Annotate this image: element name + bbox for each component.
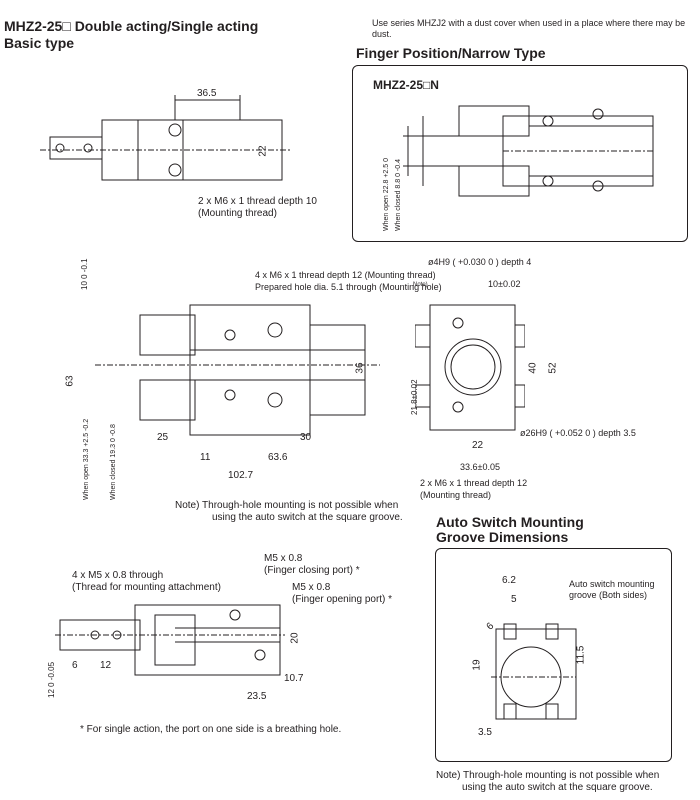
main-dim-25: 25 bbox=[157, 432, 169, 443]
bottom-thread-label-2: (Thread for mounting attachment) bbox=[72, 582, 221, 593]
top-thread-label-2: (Mounting thread) bbox=[198, 208, 277, 219]
auto-note-1: Note) Through-hole mounting is not possi… bbox=[436, 770, 660, 781]
side-thread-label-1: 2 x M6 x 1 thread depth 12 bbox=[420, 478, 528, 488]
bottom-port-opening-1: M5 x 0.8 bbox=[292, 582, 331, 593]
auto-dim-19: 19 bbox=[471, 659, 483, 671]
main-view-drawing bbox=[95, 304, 380, 436]
bottom-dim-10-7: 10.7 bbox=[284, 673, 304, 684]
side-thread-label-2: (Mounting thread) bbox=[420, 490, 492, 500]
page-subtitle: Basic type bbox=[4, 35, 75, 51]
auto-switch-drawing bbox=[491, 623, 577, 720]
auto-dim-5: 5 bbox=[511, 594, 517, 605]
auto-dim-11-5: 11.5 bbox=[575, 645, 587, 665]
main-dim-30: 30 bbox=[300, 432, 312, 443]
top-view-drawing bbox=[40, 95, 290, 181]
bottom-dim-23-5: 23.5 bbox=[247, 691, 267, 702]
main-thread-label-2: Prepared hole dia. 5.1 through (Mounting… bbox=[255, 282, 442, 292]
narrow-model-label: MHZ2-25□N bbox=[373, 78, 439, 92]
main-dim-11: 11 bbox=[200, 452, 211, 463]
main-note-1: Note) Through-hole mounting is not possi… bbox=[175, 500, 399, 511]
auto-switch-title-1: Auto Switch Mounting bbox=[436, 514, 584, 530]
bottom-dim-6: 6 bbox=[72, 660, 78, 671]
bottom-view-drawing bbox=[55, 604, 285, 676]
main-thread-label-1: 4 x M6 x 1 thread depth 12 (Mounting thr… bbox=[255, 270, 436, 280]
main-dim-63-6: 63.6 bbox=[268, 452, 288, 463]
bottom-dim-12: 12 bbox=[100, 660, 112, 671]
main-dim-open: When open 33.3 +2.5 -0.2 bbox=[83, 418, 90, 500]
side-view-drawing bbox=[415, 304, 525, 431]
auto-groove-label-1: Auto switch mounting bbox=[569, 579, 655, 589]
auto-switch-panel: 6.2 5 6 19 11.5 3.5 Auto switch mounting… bbox=[435, 548, 672, 762]
main-dim-36: 36 bbox=[354, 362, 366, 374]
side-dim-40: 40 bbox=[527, 362, 539, 374]
auto-dim-6-2: 6.2 bbox=[502, 575, 516, 586]
auto-dim-3-5: 3.5 bbox=[478, 727, 492, 738]
main-thread-note-sup: Note) bbox=[413, 282, 428, 288]
narrow-drawing bbox=[403, 105, 654, 197]
bottom-dim-12-tol: 12 0 -0.05 bbox=[47, 661, 56, 698]
auto-groove-label-2: groove (Both sides) bbox=[569, 590, 648, 600]
finger-narrow-title: Finger Position/Narrow Type bbox=[356, 45, 546, 61]
bottom-thread-label-1: 4 x M5 x 0.8 through bbox=[72, 570, 164, 581]
bottom-port-closing-1: M5 x 0.8 bbox=[264, 553, 303, 564]
side-dim-hole: ø4H9 ( +0.030 0 ) depth 4 bbox=[428, 257, 532, 267]
auto-switch-title-2: Groove Dimensions bbox=[436, 529, 569, 545]
bottom-dim-20: 20 bbox=[289, 632, 301, 644]
finger-narrow-panel: MHZ2-25□N When open 22.8 +2.5 0 When clo… bbox=[352, 65, 688, 242]
top-dim-width: 36.5 bbox=[197, 88, 217, 99]
auto-note-2: using the auto switch at the square groo… bbox=[462, 782, 653, 793]
main-dim-63: 63 bbox=[64, 375, 76, 387]
narrow-dim-closed: When closed 8.8 0 -0.4 bbox=[395, 159, 402, 231]
side-dim-52: 52 bbox=[547, 362, 559, 374]
main-dim-top-tol: 10 0 -0.1 bbox=[80, 258, 89, 290]
page-title: MHZ2-25□ Double acting/Single acting bbox=[4, 18, 259, 34]
main-note-2: using the auto switch at the square groo… bbox=[212, 512, 403, 523]
bottom-footnote: * For single action, the port on one sid… bbox=[80, 724, 342, 735]
side-dim-22: 22 bbox=[472, 440, 484, 451]
side-dim-21-8: 21.8±0.02 bbox=[410, 379, 419, 415]
bottom-port-closing-2: (Finger closing port) * bbox=[264, 565, 360, 576]
top-note: Use series MHZJ2 with a dust cover when … bbox=[372, 18, 686, 39]
main-dim-102-7: 102.7 bbox=[228, 470, 254, 481]
top-dim-height: 22 bbox=[257, 145, 269, 157]
side-dim-10: 10±0.02 bbox=[488, 279, 521, 289]
side-dim-26: ø26H9 ( +0.052 0 ) depth 3.5 bbox=[520, 428, 636, 438]
narrow-dim-open: When open 22.8 +2.5 0 bbox=[383, 158, 390, 231]
side-dim-33-6: 33.6±0.05 bbox=[460, 462, 500, 472]
top-thread-label-1: 2 x M6 x 1 thread depth 10 bbox=[198, 196, 317, 207]
main-dim-closed: When closed 19.3 0 -0.8 bbox=[110, 424, 117, 500]
bottom-port-opening-2: (Finger opening port) * bbox=[292, 594, 393, 605]
